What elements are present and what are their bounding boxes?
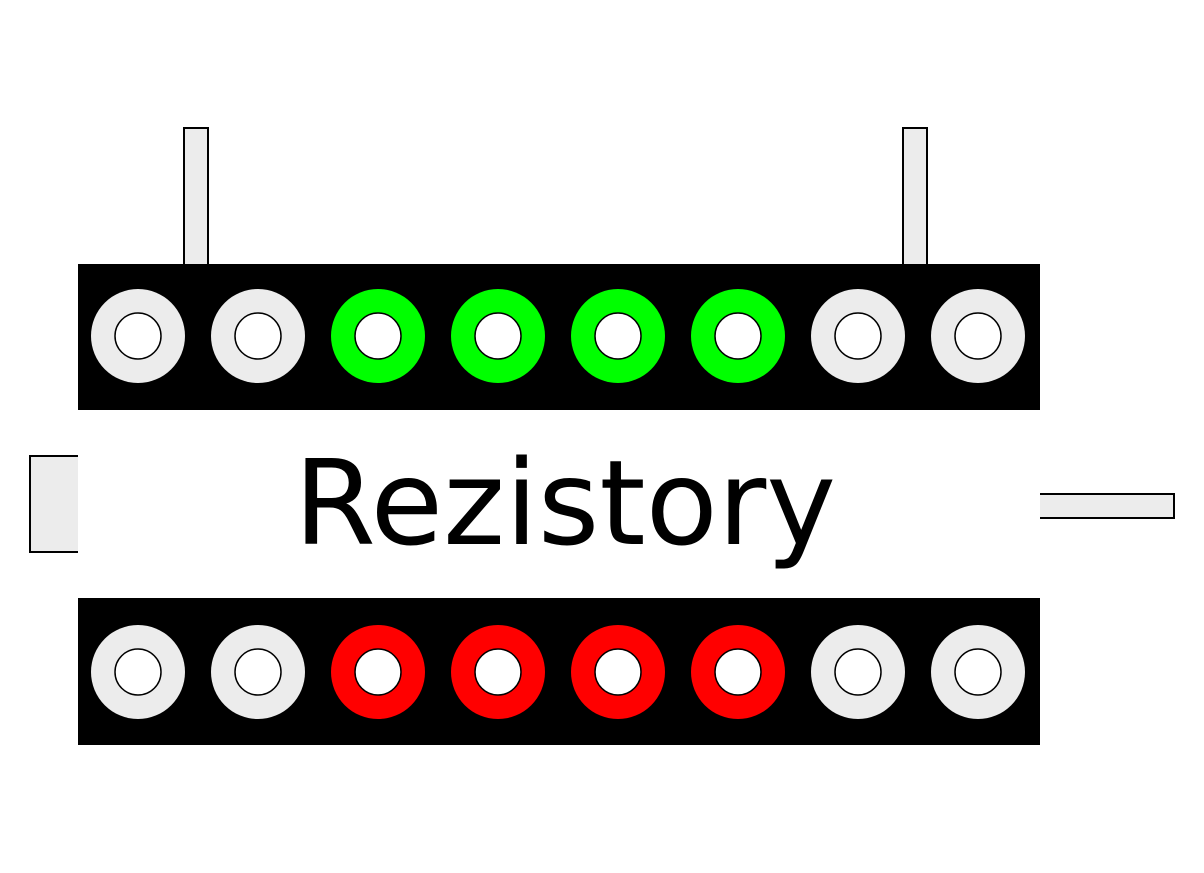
top-pin-hole-6 xyxy=(714,312,762,360)
right-side-lead xyxy=(1037,493,1175,519)
label-panel xyxy=(78,410,1040,598)
top-pin-hole-1 xyxy=(114,312,162,360)
top-pin-hole-5 xyxy=(594,312,642,360)
top-pin-hole-2 xyxy=(234,312,282,360)
module-label: Rezistory xyxy=(294,434,836,572)
connector-leads xyxy=(29,127,1175,553)
top-pin-row xyxy=(91,289,1025,383)
top-pin-hole-7 xyxy=(834,312,882,360)
bottom-pin-hole-5 xyxy=(594,648,642,696)
bottom-pin-hole-2 xyxy=(234,648,282,696)
bottom-pin-hole-6 xyxy=(714,648,762,696)
top-right-lead xyxy=(902,127,928,267)
bottom-pin-hole-4 xyxy=(474,648,522,696)
bottom-pin-hole-1 xyxy=(114,648,162,696)
top-pin-hole-4 xyxy=(474,312,522,360)
bottom-pin-hole-3 xyxy=(354,648,402,696)
bottom-pin-hole-7 xyxy=(834,648,882,696)
top-left-lead xyxy=(183,127,209,267)
top-pin-hole-8 xyxy=(954,312,1002,360)
bottom-pin-hole-8 xyxy=(954,648,1002,696)
bottom-pin-row xyxy=(91,625,1025,719)
top-pin-hole-3 xyxy=(354,312,402,360)
left-side-connector xyxy=(29,455,81,553)
